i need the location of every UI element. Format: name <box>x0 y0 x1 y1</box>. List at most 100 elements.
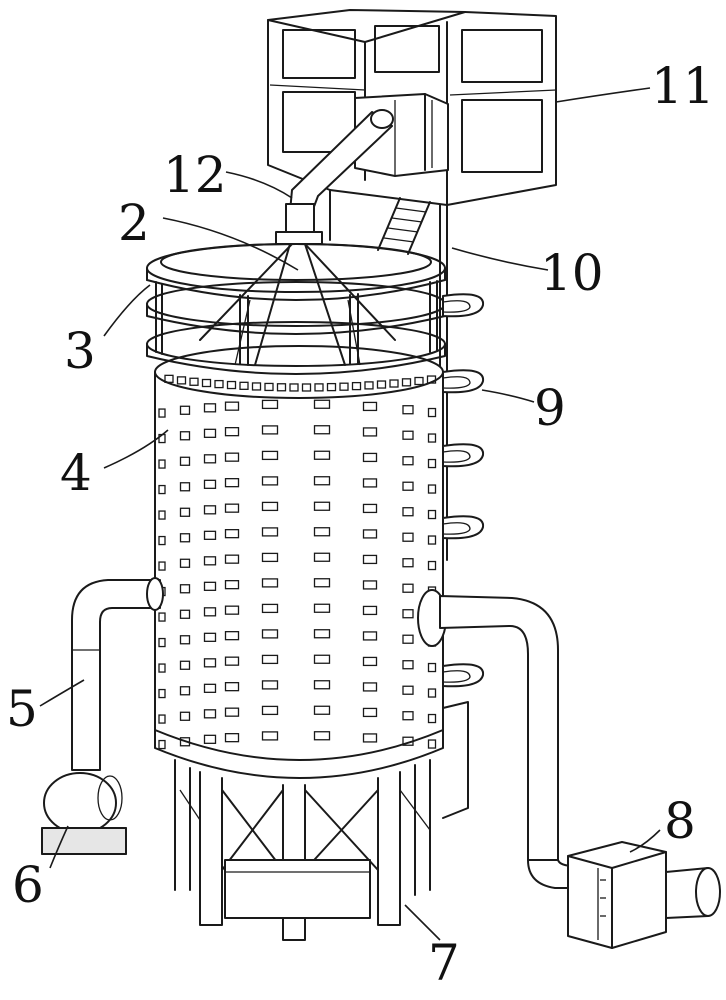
perforation-hole <box>362 478 378 488</box>
label-7: 7 <box>428 934 460 992</box>
perforation-hole <box>261 425 279 435</box>
label-5: 5 <box>6 680 38 738</box>
perforation-hole <box>427 560 437 571</box>
perforation-hole <box>224 631 240 641</box>
perforation-hole <box>362 503 378 514</box>
perforation-hole <box>224 580 240 590</box>
label-12: 12 <box>163 146 227 204</box>
vent-slot <box>201 378 212 388</box>
perforation-hole <box>427 713 437 724</box>
vent-slot <box>401 378 412 387</box>
perforation-hole <box>362 656 378 667</box>
perforation-hole <box>427 688 437 698</box>
perforation-hole <box>158 637 166 648</box>
perforation-hole <box>158 714 166 724</box>
perforation-hole <box>261 578 279 588</box>
perforation-hole <box>158 408 166 418</box>
perforation-hole <box>179 405 191 415</box>
vent-slot <box>364 381 374 390</box>
perforation-hole <box>203 607 217 617</box>
vent-slot <box>376 380 387 389</box>
perforation-hole <box>313 425 331 435</box>
perforation-hole <box>313 527 331 537</box>
perforation-hole <box>313 450 331 460</box>
perforation-hole <box>158 739 166 750</box>
perforation-hole <box>261 450 279 461</box>
outlet-pipe-left <box>71 577 164 771</box>
perforation-hole <box>179 558 191 568</box>
perforation-hole <box>203 683 217 693</box>
perforation-hole <box>261 501 279 512</box>
perforation-hole <box>402 609 414 619</box>
vent-slot <box>276 383 287 392</box>
blower-pump <box>41 772 127 855</box>
perforation-hole <box>427 739 437 749</box>
vent-slot <box>164 374 174 383</box>
label-8: 8 <box>664 792 696 850</box>
perforation-hole <box>203 658 217 668</box>
perforation-hole <box>427 407 437 418</box>
perforation-hole <box>261 399 279 410</box>
perforation-hole <box>313 705 331 715</box>
vent-slot <box>289 383 299 392</box>
vent-slot <box>264 382 274 392</box>
filter-box <box>567 841 721 949</box>
perforation-hole <box>158 561 166 571</box>
perforation-hole <box>402 685 414 695</box>
vent-slot <box>426 375 437 384</box>
perforation-hole <box>427 433 437 443</box>
perforation-hole <box>179 609 191 619</box>
perforation-hole <box>203 632 217 642</box>
perforation-hole <box>261 680 279 690</box>
perforation-hole <box>179 507 191 517</box>
perforation-hole <box>362 580 378 590</box>
perforation-hole <box>402 583 414 593</box>
outlet-pipe-right <box>417 589 576 889</box>
perforation-hole <box>313 629 331 639</box>
perforation-hole <box>158 535 166 546</box>
perforation-hole <box>427 458 437 469</box>
vent-slot <box>339 382 349 391</box>
perforation-hole <box>203 556 217 566</box>
perforation-hole <box>224 682 240 692</box>
perforation-hole <box>313 552 331 562</box>
perforation-hole <box>362 554 378 565</box>
perforated-drum <box>154 345 444 779</box>
perforation-hole <box>313 476 331 486</box>
perforation-hole <box>362 529 378 539</box>
perforation-hole <box>362 401 378 412</box>
perforation-hole <box>261 552 279 563</box>
side-brackets <box>442 293 485 688</box>
perforation-hole <box>362 631 378 641</box>
perforation-hole <box>261 629 279 639</box>
leader-lines <box>39 87 661 941</box>
label-4: 4 <box>60 444 92 502</box>
vent-slot <box>239 381 249 390</box>
callout-labels: 11 12 2 10 3 9 4 5 6 8 7 <box>6 57 715 992</box>
perforation-hole <box>402 736 414 746</box>
vent-slot <box>226 380 237 390</box>
perforation-hole <box>224 503 240 513</box>
perforation-hole <box>179 660 191 670</box>
perforation-hole <box>402 558 414 568</box>
perforation-hole <box>402 430 414 440</box>
perforation-hole <box>203 734 217 744</box>
perforation-hole <box>261 731 279 741</box>
perforation-hole <box>261 603 279 614</box>
perforation-hole <box>224 452 240 462</box>
vent-slot <box>214 379 224 389</box>
perforation-hole <box>402 456 414 466</box>
perforation-hole <box>313 603 331 613</box>
vent-slot <box>314 383 324 392</box>
perforation-hole <box>203 581 217 591</box>
perforation-hole <box>224 554 240 564</box>
perforation-hole <box>158 663 166 673</box>
perforation-hole <box>402 634 414 644</box>
perforation-hole <box>203 709 217 719</box>
perforation-hole <box>179 482 191 492</box>
ladder <box>377 197 431 255</box>
perforation-hole <box>179 635 191 645</box>
vent-slot <box>176 376 187 385</box>
perforation-hole <box>261 527 279 537</box>
vent-slot <box>414 376 424 386</box>
